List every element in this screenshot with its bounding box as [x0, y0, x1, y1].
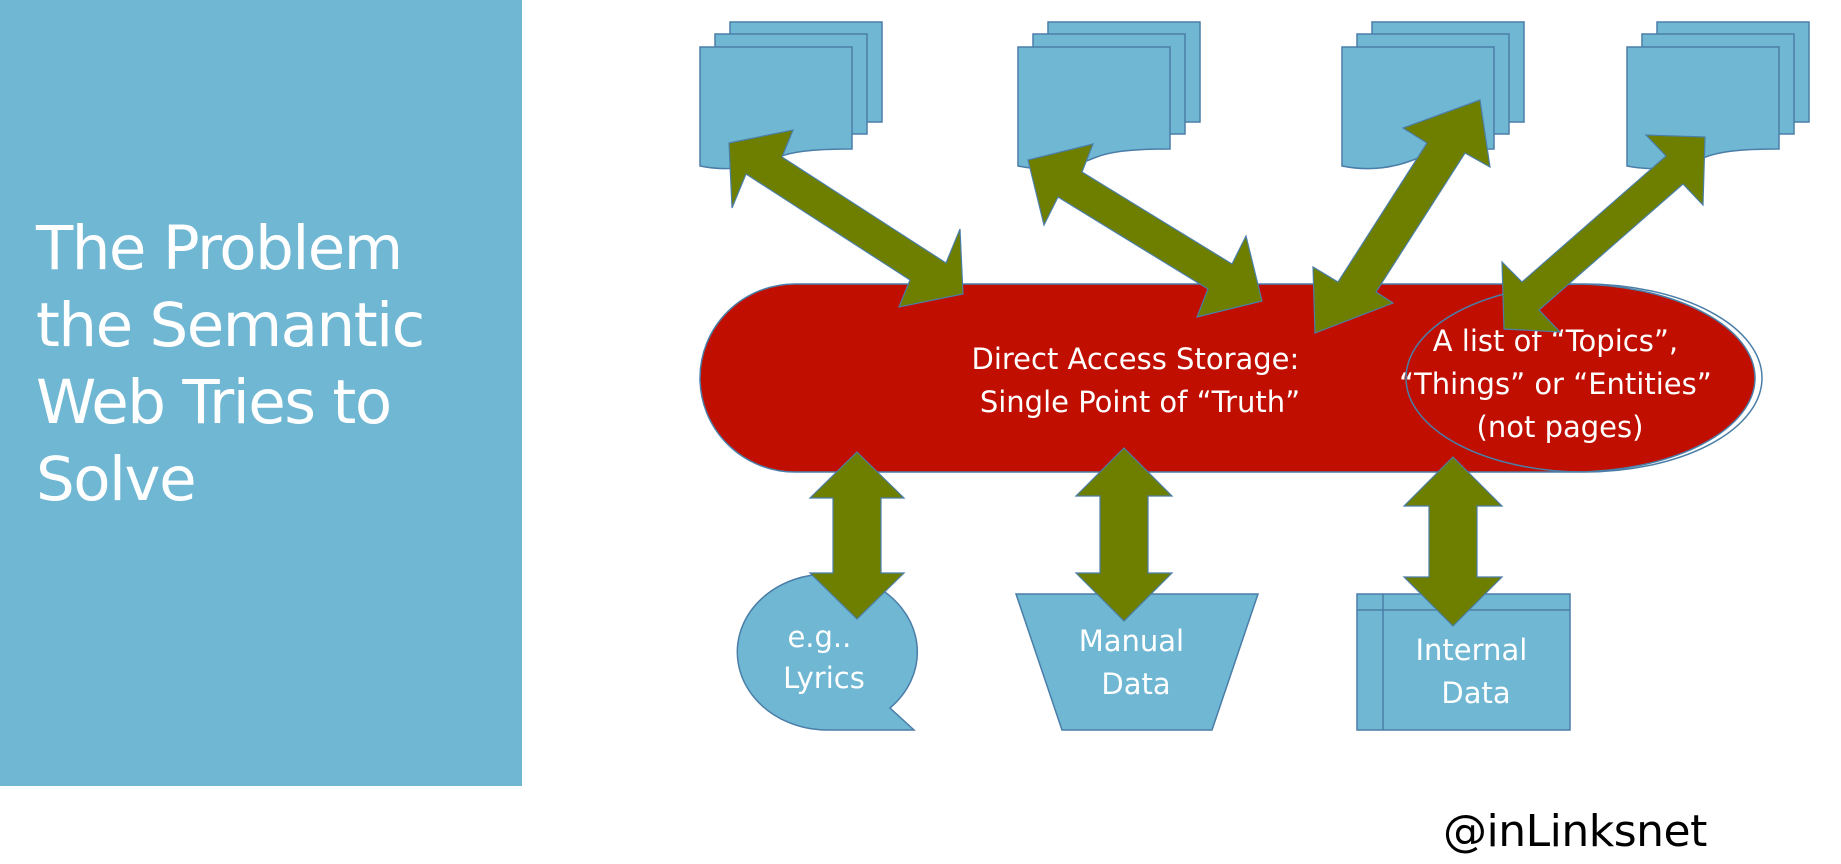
entities-ellipse	[1405, 283, 1763, 473]
web-pages-stack-4	[1626, 21, 1810, 170]
slide-title: The Problem the Semantic Web Tries to So…	[36, 210, 506, 518]
internal-data-label: Internal Data	[1416, 633, 1537, 710]
title-line-2: the Semantic	[36, 290, 425, 361]
double-arrow-5	[808, 451, 906, 620]
double-arrow-3	[1312, 99, 1491, 334]
internal-data-label-line-1: Internal	[1416, 633, 1528, 667]
internal-data-shape	[1356, 593, 1571, 731]
web-pages-stack-1	[699, 21, 883, 170]
title-panel: The Problem the Semantic Web Tries to So…	[0, 0, 522, 786]
lyrics-speech-bubble	[736, 573, 919, 731]
title-line-3: Web Tries to	[36, 367, 392, 438]
double-arrow-2	[1027, 143, 1263, 318]
internal-data-label-line-2: Data	[1441, 676, 1510, 710]
lyrics-label: e.g.. Lyrics	[783, 620, 865, 695]
title-line-1: The Problem	[36, 213, 403, 284]
double-arrow-6	[1074, 447, 1174, 622]
entities-label-line-3: (not pages)	[1477, 410, 1644, 444]
storage-label: Direct Access Storage: Single Point of “…	[972, 342, 1309, 419]
web-pages-stack-2	[1017, 21, 1201, 170]
lyrics-label-line-2: Lyrics	[783, 661, 865, 695]
storage-capsule	[699, 283, 1756, 473]
storage-label-line-1: Direct Access Storage:	[972, 342, 1300, 376]
manual-data-label: Manual Data	[1079, 624, 1194, 701]
manual-data-label-line-2: Data	[1101, 667, 1170, 701]
manual-data-shape	[1014, 593, 1260, 731]
double-arrow-1	[728, 129, 964, 308]
footer-handle: @inLinksnet	[1443, 806, 1707, 857]
double-arrow-4	[1501, 134, 1706, 333]
manual-data-label-line-1: Manual	[1079, 624, 1184, 658]
entities-label-line-2: “Things” or “Entities”	[1399, 367, 1712, 401]
double-arrow-7	[1402, 456, 1504, 627]
title-line-4: Solve	[36, 444, 197, 515]
storage-label-line-2: Single Point of “Truth”	[980, 385, 1300, 419]
lyrics-label-line-1: e.g..	[787, 620, 851, 654]
